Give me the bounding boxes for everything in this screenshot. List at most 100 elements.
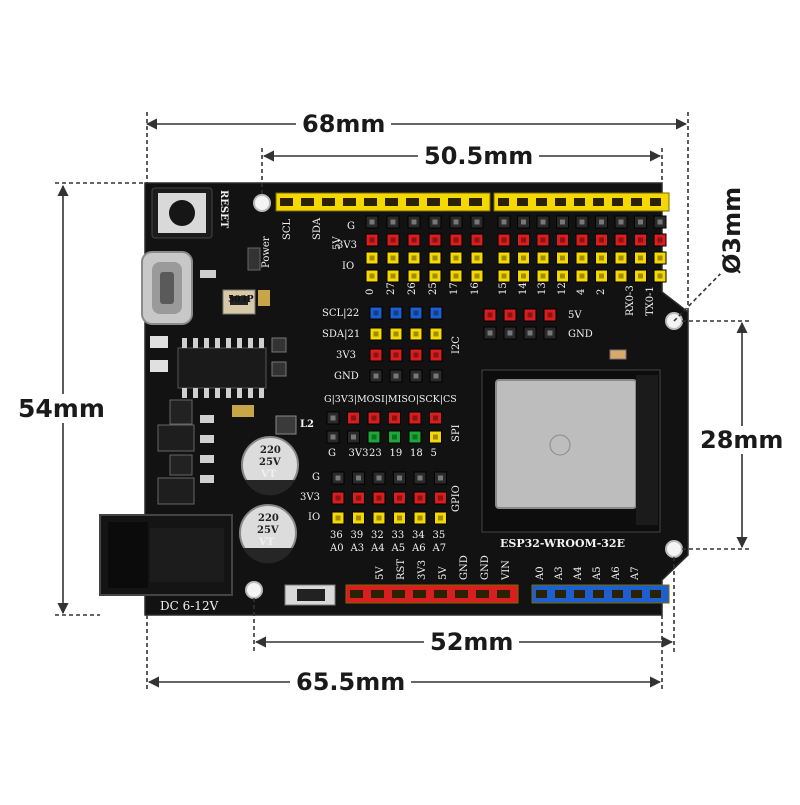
top-right-header-pin [575,233,589,247]
pin-label-power: GND [480,555,491,580]
top-right-header-pin [614,251,628,265]
i2c-header-pin [409,348,423,362]
i2c-label: I2C [451,336,462,354]
top-left-header-pin [428,251,442,265]
top-left-header-pin [470,233,484,247]
inductor-l2 [275,415,297,435]
spi-header-pin [388,411,401,425]
reset-label: RESET [218,190,229,229]
top-right-header-pin [595,251,608,265]
spi-header-pin [347,411,360,425]
dim-hole-diameter: Ø3mm [718,186,746,274]
i2c-header-pin [369,306,383,320]
cap-top-line1: 220 [260,445,281,456]
spi-header-pin [429,430,442,444]
ic-chips [150,336,287,398]
spi-header-pin [388,430,401,444]
pin-label-top-right: 12 [556,282,568,295]
top-left-header-pin [407,233,421,247]
pin-label-gpio-top: 36 [330,530,343,541]
inductor-label: 503P [228,295,254,305]
top-left-header-pin [449,251,463,265]
dim-pin-span: 50.5mm [418,144,540,168]
pin-label-spi: 19 [389,448,403,459]
top-right-header-pin [556,269,569,283]
top-right-header-pin [653,233,667,247]
pin-label-power: 5V [375,566,386,580]
pin-label-top-right: 14 [517,282,529,295]
spi-label: SPI [451,424,462,442]
gpio-row-3v3: 3V3 [300,492,320,503]
pin-label-gpio-top: 39 [350,530,364,541]
pin-label-power: RST [396,558,407,580]
top-right-header-pin [614,269,628,283]
pin-label-analog: A6 [611,566,622,580]
dim-hole-spacing: 28mm [700,426,784,454]
pin-headers [275,192,670,604]
voltage-regulators [157,399,254,505]
spi-header-pin [367,411,381,425]
power-small-5v: 5V [568,310,582,321]
pin-label-top-right: 2 [595,288,607,295]
gpio-row-g: G [312,472,320,483]
pin-label-power: GND [459,555,470,580]
i2c-header-pin [429,306,443,320]
top-left-header-pin [428,233,442,247]
pin-label-power: 5V [438,566,449,580]
sda-label: SDA [312,217,323,240]
top-right-header-pin [536,233,550,247]
i2c-row-scl: SCL|22 [322,308,360,319]
led [609,349,627,360]
module-label: ESP32-WROOM-32E [500,537,625,550]
rx-label: RX0-3 [625,285,636,316]
gpio-header-pin [393,491,406,505]
gpio-header-pin [331,491,345,505]
top-right-header-pin [536,269,550,283]
pin-label-gpio-bottom: A7 [432,543,447,554]
gpio-header-pin [331,511,345,525]
spi-header-pin [429,411,442,425]
pin-label-power: 3V3 [417,560,428,580]
female-header-top-left [275,192,491,212]
i2c-header-pin [369,348,383,362]
capacitor-top [241,436,299,496]
gpio-header-pin [413,491,427,505]
pin-label-top-right: 4 [576,288,587,295]
top-right-header-pin [517,233,530,247]
dim-bottom-hole-span: 52mm [424,630,520,654]
gpio-header-pin [372,511,386,525]
power-label: Power [261,236,272,268]
top-left-header-pin [449,269,463,283]
i2c-header-pin [429,327,443,341]
top-right-header-pin [556,233,569,247]
dc-label: DC 6-12V [160,599,219,613]
i2c-row-3v3: 3V3 [336,350,356,361]
cap-top-line2: 25V [259,457,281,468]
power-header-bottom [345,584,519,604]
power-small-gnd: GND [568,329,593,340]
pin-label-analog: A5 [592,566,603,580]
pin-label-top-left: 25 [428,282,439,295]
pin-label-spi: 3V3 [348,448,369,459]
top-left-header-pin [449,233,463,247]
pin-label-gpio-bottom: A3 [350,543,365,554]
i2c-row-gnd: GND [334,371,359,382]
pin-label-top-right: 13 [537,282,548,295]
tx-label: TX0-1 [645,286,656,316]
dim-bottom-width: 65.5mm [290,670,412,694]
power-small-header-pin [543,308,557,322]
top-right-header-pin [634,269,647,283]
power-small-header-pin [503,308,517,322]
pin-label-gpio-top: 34 [412,530,425,541]
row-label-io: IO [342,261,355,272]
gpio-header-pin [372,491,386,505]
spi-header-pin [408,411,422,425]
cap-bottom-line2: 25V [257,525,279,536]
top-left-header-pin [365,269,379,283]
top-right-header-pin [497,251,511,265]
scl-label: SCL [282,218,293,240]
row-label-g: G [347,221,355,232]
pin-label-top-right: 15 [498,282,509,295]
mounting-holes [245,194,683,599]
